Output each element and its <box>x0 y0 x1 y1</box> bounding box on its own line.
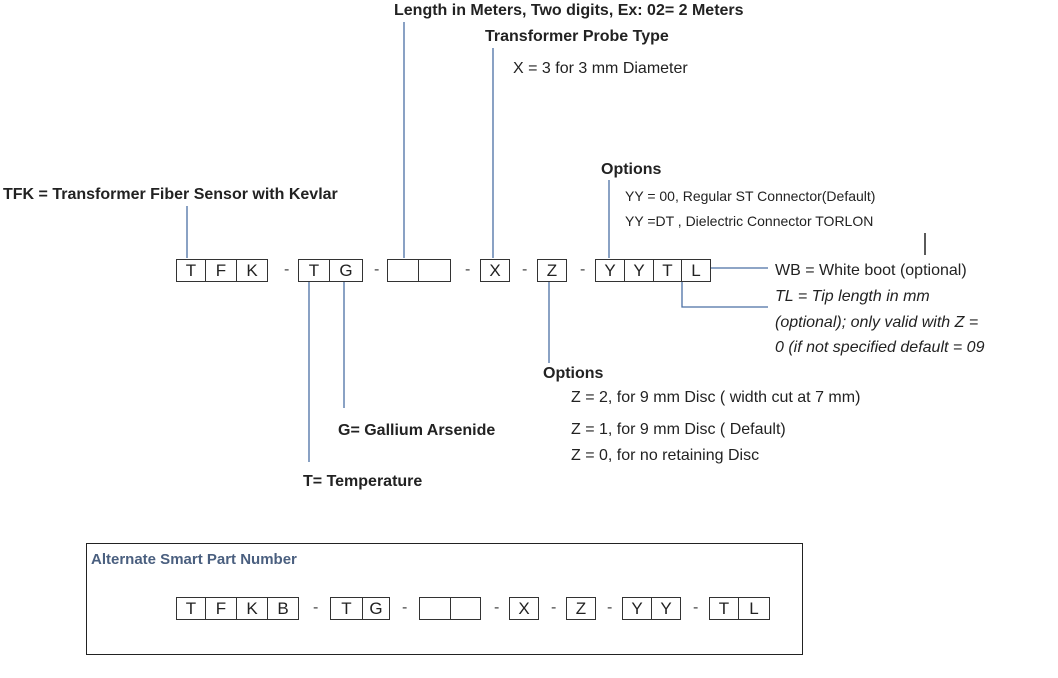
alt-box-t2: T <box>330 597 363 620</box>
label-z2: Z = 2, for 9 mm Disc ( width cut at 7 mm… <box>571 389 861 406</box>
pn-box-length-1 <box>387 259 419 282</box>
alt-separator: - <box>402 599 408 616</box>
label-wb: WB = White boot (optional) <box>775 262 967 279</box>
alt-box-f: F <box>205 597 237 620</box>
alt-box-y2: Y <box>651 597 681 620</box>
pn-separator: - <box>374 261 380 278</box>
pn-box-x: X <box>480 259 510 282</box>
alt-box-k: K <box>236 597 268 620</box>
label-gallium: G= Gallium Arsenide <box>338 422 496 439</box>
alt-box-y1: Y <box>622 597 652 620</box>
label-length: Length in Meters, Two digits, Ex: 02= 2 … <box>394 2 744 19</box>
label-temperature: T= Temperature <box>303 473 423 490</box>
label-tl-3: 0 (if not specified default = 09 <box>775 339 985 356</box>
pn-box-t3: T <box>653 259 682 282</box>
alt-box-g: G <box>362 597 390 620</box>
label-tl-1: TL = Tip length in mm <box>775 288 930 305</box>
alt-separator: - <box>693 599 699 616</box>
alt-box-t3: T <box>709 597 739 620</box>
pn-box-y1: Y <box>595 259 625 282</box>
pn-separator: - <box>284 261 290 278</box>
pn-box-length-2 <box>418 259 451 282</box>
pn-separator: - <box>465 261 471 278</box>
alt-separator: - <box>551 599 557 616</box>
label-options-top: Options <box>601 161 662 178</box>
label-z1: Z = 1, for 9 mm Disc ( Default) <box>571 421 786 438</box>
alternate-title: Alternate Smart Part Number <box>91 551 297 568</box>
label-z0: Z = 0, for no retaining Disc <box>571 447 760 464</box>
alt-separator: - <box>494 599 500 616</box>
pn-box-y2: Y <box>624 259 654 282</box>
label-probe-type: Transformer Probe Type <box>485 28 669 45</box>
leader-tl <box>681 282 768 308</box>
pn-box-f: F <box>205 259 237 282</box>
label-options-bottom: Options <box>543 365 604 382</box>
pn-box-z: Z <box>537 259 567 282</box>
label-yy-dt: YY =DT , Dielectric Connector TORLON <box>625 213 874 229</box>
part-number-row: T F K - T G - - X - Z - Y Y T L <box>0 259 1058 282</box>
pn-box-k: K <box>236 259 268 282</box>
label-tl-2: (optional); only valid with Z = <box>775 314 979 331</box>
alt-box-t: T <box>176 597 206 620</box>
alt-box-x: X <box>509 597 539 620</box>
alt-box-l: L <box>738 597 770 620</box>
label-probe-x: X = 3 for 3 mm Diameter <box>513 60 688 77</box>
alt-box-length-2 <box>450 597 481 620</box>
pn-box-t2: T <box>298 259 330 282</box>
pn-box-l: L <box>681 259 711 282</box>
label-yy-00: YY = 00, Regular ST Connector(Default) <box>625 188 876 204</box>
label-tfk: TFK = Transformer Fiber Sensor with Kevl… <box>3 186 338 203</box>
alt-box-length-1 <box>419 597 451 620</box>
alt-separator: - <box>607 599 613 616</box>
alt-separator: - <box>313 599 319 616</box>
pn-separator: - <box>580 261 586 278</box>
alternate-part-number-panel: Alternate Smart Part Number <box>86 543 803 655</box>
pn-box-t: T <box>176 259 206 282</box>
pn-box-g: G <box>329 259 363 282</box>
alt-box-b: B <box>267 597 299 620</box>
pn-separator: - <box>522 261 528 278</box>
alternate-part-number-row: T F K B - T G - - X - Z - Y Y - T L <box>0 597 1058 620</box>
alt-box-z: Z <box>566 597 596 620</box>
